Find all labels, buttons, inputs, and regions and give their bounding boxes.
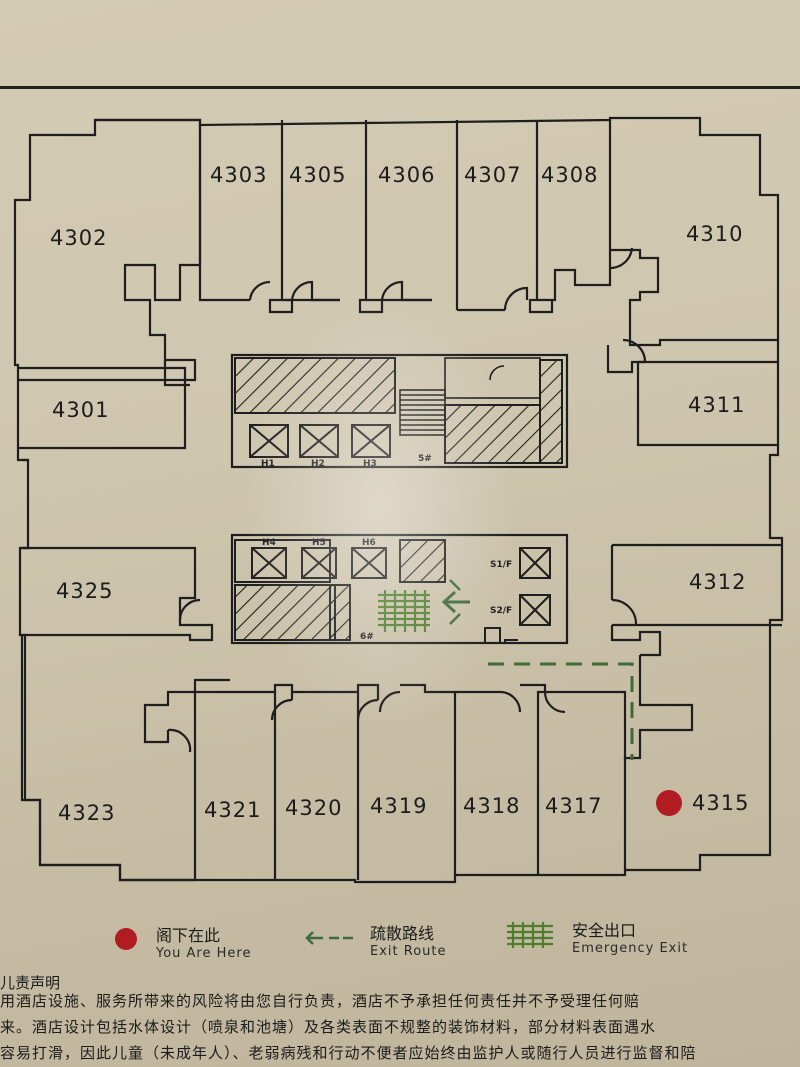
elevator-h2-label: H2 xyxy=(311,459,325,469)
legend-you-are-here: 阁下在此 You Are Here xyxy=(156,922,251,961)
legend-emergency-exit: 安全出口 Emergency Exit xyxy=(572,917,688,956)
elevator-h6-label: H6 xyxy=(362,538,376,548)
room-4318-label: 4318 xyxy=(463,794,521,818)
legend-exit-route-icon xyxy=(305,931,353,945)
legend-exit-route: 疏散路线 Exit Route xyxy=(370,920,447,959)
room-4310-label: 4310 xyxy=(686,222,744,246)
room-4302-label: 4302 xyxy=(50,226,108,250)
legend-emergency-exit-cn: 安全出口 xyxy=(572,921,637,940)
room-4325 xyxy=(22,546,214,642)
legend-you-are-here-cn: 阁下在此 xyxy=(156,926,221,945)
room-4311-label: 4311 xyxy=(688,393,746,417)
disclaimer-line-1: 用酒店设施、服务所带来的风险将由您自行负责，酒店不予承担任何责任并不予受理任何赔 xyxy=(0,992,641,1010)
core-upper xyxy=(230,353,569,469)
room-4310 xyxy=(610,248,778,347)
outer-wall xyxy=(13,116,784,884)
room-4307-label: 4307 xyxy=(464,163,522,187)
room-4325-label: 4325 xyxy=(56,579,114,603)
room-4305-label: 4305 xyxy=(289,163,347,187)
room-4317-label: 4317 xyxy=(545,794,603,818)
frame-top-line xyxy=(0,86,800,89)
legend-exit-route-cn: 疏散路线 xyxy=(370,924,435,943)
elevator-s1 xyxy=(519,547,551,579)
disclaimer-title: 儿责声明 xyxy=(0,974,61,992)
room-4308-label: 4308 xyxy=(541,163,599,187)
elevator-h1-label: H1 xyxy=(261,459,275,469)
elevator-h1 xyxy=(249,424,289,458)
elevator-s1-label: S1/F xyxy=(490,560,513,570)
legend-emergency-exit-icon xyxy=(507,922,553,948)
room-4301 xyxy=(18,366,187,450)
elevator-h5-label: H5 xyxy=(312,538,326,548)
legend-exit-route-en: Exit Route xyxy=(370,944,447,959)
core-lower xyxy=(230,533,569,645)
room-4319 xyxy=(400,683,457,875)
room-4315 xyxy=(623,655,694,870)
elevator-h4-label: H4 xyxy=(262,538,276,548)
room-4303-label: 4303 xyxy=(210,163,268,187)
stair-5-label: 5# xyxy=(418,454,432,464)
room-4319-label: 4319 xyxy=(370,794,428,818)
elevator-h3 xyxy=(351,424,391,458)
disclaimer-line-3: 容易打滑，因此儿童（未成年人）、老弱病残和行动不便者应始终由监护人或随行人员进行… xyxy=(0,1044,697,1062)
disclaimer-line-2: 来。酒店设计包括水体设计（喷泉和池塘）及各类表面不规整的装饰材料，部分材料表面遇… xyxy=(0,1018,657,1036)
elevator-h2 xyxy=(299,424,339,458)
room-4323 xyxy=(20,635,197,882)
room-4320 xyxy=(292,690,360,880)
room-4306-label: 4306 xyxy=(378,163,436,187)
stair-6-label: 6# xyxy=(360,632,374,642)
room-4312 xyxy=(610,543,782,627)
room-4301-label: 4301 xyxy=(52,398,110,422)
legend-you-are-here-icon xyxy=(115,928,137,950)
room-4321 xyxy=(195,690,277,880)
you-are-here-marker xyxy=(656,790,682,816)
stair-6-emergency xyxy=(378,590,430,632)
room-4303 xyxy=(198,125,250,302)
room-4312-label: 4312 xyxy=(689,570,747,594)
elevator-h4 xyxy=(251,547,287,579)
elevator-s2-label: S2/F xyxy=(490,606,513,616)
room-4308 xyxy=(537,118,612,302)
room-4311 xyxy=(636,360,778,447)
legend-you-are-here-en: You Are Here xyxy=(156,946,252,961)
room-4302 xyxy=(18,118,202,382)
room-4320-label: 4320 xyxy=(285,796,343,820)
elevator-s2 xyxy=(519,594,551,626)
stair-5 xyxy=(399,357,541,436)
room-4315-label: 4315 xyxy=(692,791,750,815)
room-4323-label: 4323 xyxy=(58,801,116,825)
elevator-h6 xyxy=(351,547,387,579)
room-4318 xyxy=(455,683,547,875)
exit-route xyxy=(441,579,634,760)
legend-emergency-exit-en: Emergency Exit xyxy=(572,941,689,956)
elevator-h5 xyxy=(301,547,337,579)
room-4317 xyxy=(545,690,627,760)
room-4321-label: 4321 xyxy=(204,798,262,822)
elevator-h3-label: H3 xyxy=(363,459,377,469)
